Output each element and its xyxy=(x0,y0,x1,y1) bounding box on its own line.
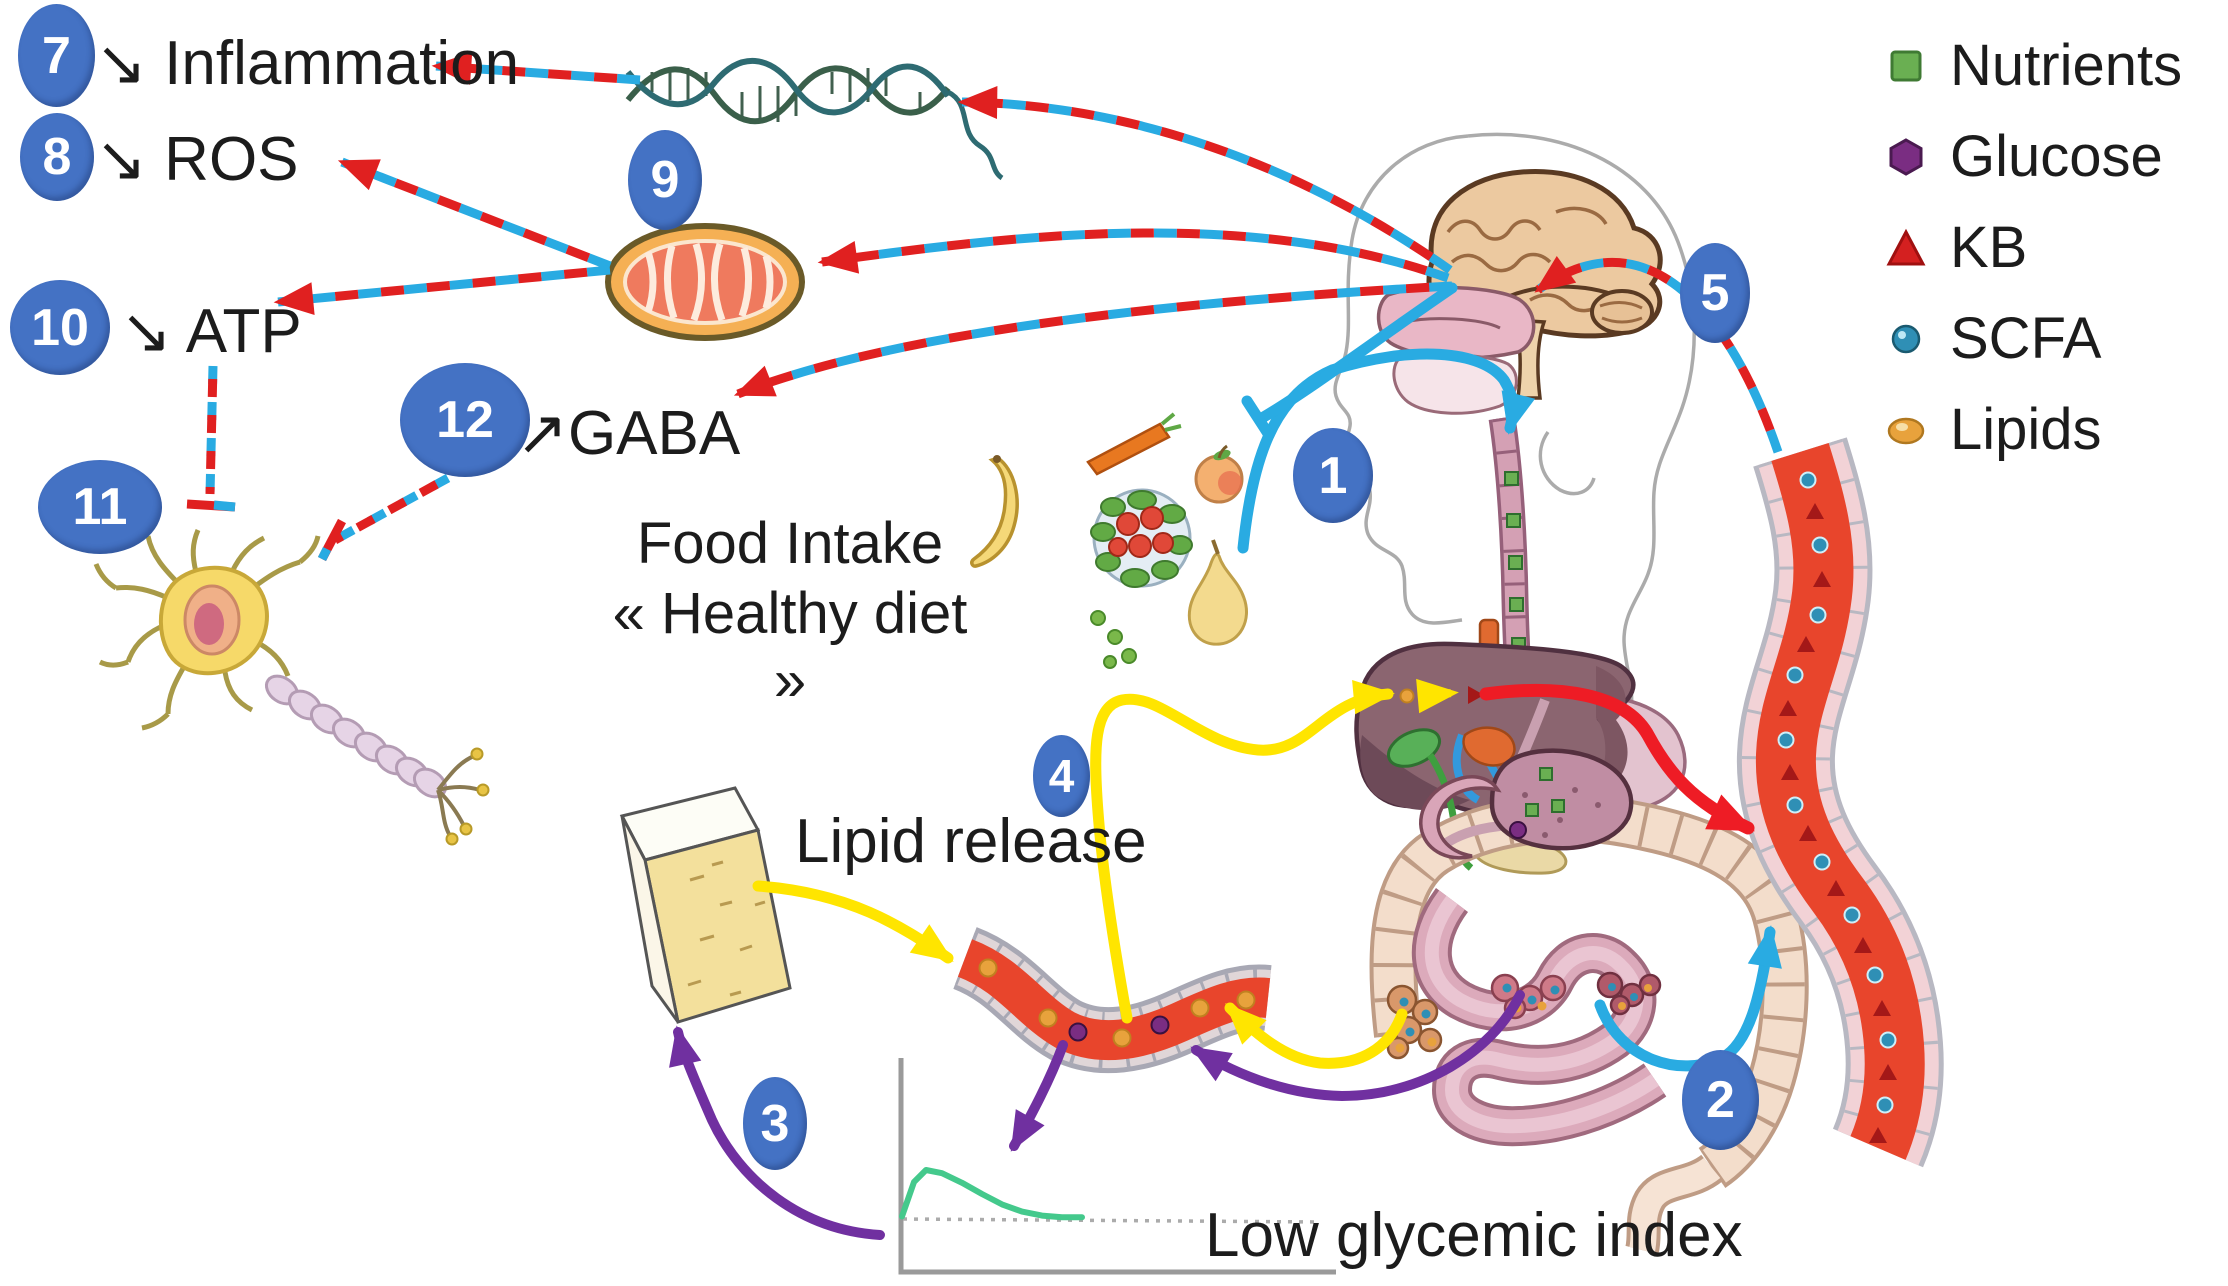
glucose-hexagon-icon xyxy=(1889,137,1923,176)
cristae xyxy=(644,242,774,322)
lipids-ellipse-icon xyxy=(1887,417,1925,444)
ear-outline xyxy=(1538,430,1596,496)
lipid-release-arrow xyxy=(752,880,954,964)
butter-speckles xyxy=(687,860,766,997)
marker-5: 5 xyxy=(1680,243,1750,343)
chart-baseline xyxy=(902,1217,1321,1224)
legend-label-kb: KB xyxy=(1950,215,2028,280)
stomach-icon xyxy=(1419,748,1634,860)
brain-to-gaba-arrow xyxy=(733,281,1453,399)
kb-to-blood-arrow xyxy=(1479,683,1755,835)
marker-8: 8 xyxy=(20,113,94,201)
kb-triangle-liver xyxy=(1468,686,1484,704)
gaba-to-neuron-line xyxy=(332,474,451,544)
legend-row-lipids: Lipids xyxy=(1880,384,2220,475)
satiety-inhibition-tbar xyxy=(1241,395,1275,441)
axon-terminals xyxy=(436,754,481,837)
marker-3: 3 xyxy=(743,1077,807,1170)
butter-block-icon xyxy=(619,786,792,1024)
marker-12: 12 xyxy=(400,363,530,477)
glucose-to-blood-arrow xyxy=(1190,990,1525,1102)
systemic-blood-vessel xyxy=(1736,437,1944,1168)
label-healthy-diet: « Healthy diet » xyxy=(612,581,968,713)
mitochondria-to-atp-arrow xyxy=(273,265,611,316)
label-inflammation: ↘ Inflammation xyxy=(95,29,520,98)
scfa-dot-icon xyxy=(1891,324,1921,353)
dashed-signals xyxy=(186,51,1783,562)
cerebellum xyxy=(1590,289,1654,335)
marker-2: 2 xyxy=(1682,1050,1759,1150)
neuron-icon xyxy=(93,519,490,846)
label-lipid-release: Lipid release xyxy=(795,807,1147,876)
legend: Nutrients Glucose KB SCFA Lipids xyxy=(1880,20,2220,475)
glycemic-curve xyxy=(899,1167,1085,1221)
label-atp: ↘ ATP xyxy=(120,297,302,366)
legend-row-nutrients: Nutrients xyxy=(1880,20,2220,111)
label-ros: ↘ ROS xyxy=(95,125,299,194)
kb-triangles-in-vessel xyxy=(1779,503,1897,1143)
peas-icon xyxy=(1090,610,1137,669)
carrot-icon xyxy=(1086,412,1182,476)
legend-row-glucose: Glucose xyxy=(1880,111,2220,202)
legend-label-scfa: SCFA xyxy=(1950,306,2102,371)
colon-icon xyxy=(1369,794,1809,1255)
marker-10: 10 xyxy=(10,280,110,375)
head-back-outline xyxy=(1467,132,1696,717)
marker-4: 4 xyxy=(1033,735,1090,817)
atp-to-neuron-line xyxy=(205,365,218,495)
glycemic-chart xyxy=(898,1058,1336,1275)
legend-row-kb: KB xyxy=(1880,202,2220,293)
chart-axes xyxy=(898,1058,1336,1275)
kb-triangle-icon xyxy=(1886,228,1926,265)
mitochondria-icon xyxy=(605,223,805,341)
legend-row-scfa: SCFA xyxy=(1880,293,2220,384)
dietary-lipid-arrow xyxy=(1224,1002,1408,1069)
glucose-to-chart-arrow xyxy=(1009,1040,1068,1152)
glucose-dot xyxy=(1509,821,1527,839)
brain-to-dna-arrow xyxy=(957,85,1453,274)
satiety-signal-line xyxy=(1256,282,1458,424)
marker-7: 7 xyxy=(18,4,95,107)
peripheral-blood-vessel xyxy=(952,927,1272,1074)
liver-ketogenesis-arrow xyxy=(1416,678,1459,714)
label-food-intake: Food Intake xyxy=(636,511,944,576)
myelinated-axon xyxy=(264,674,448,799)
label-low-glycemic-index: Low glycemic index xyxy=(1205,1201,1743,1270)
food-ingestion-arrow xyxy=(1237,348,1536,554)
duodenum xyxy=(1419,775,1502,860)
banana-icon xyxy=(970,456,1019,568)
lipid-to-liver-arrow xyxy=(1090,679,1395,1024)
legend-label-lipids: Lipids xyxy=(1950,397,2102,462)
glucose-dots-in-vessel xyxy=(1068,1015,1170,1042)
dna-to-inflammation-arrow xyxy=(431,51,641,85)
legend-label-glucose: Glucose xyxy=(1950,124,2163,189)
terminal-boutons xyxy=(445,747,490,846)
marker-9: 9 xyxy=(628,130,702,230)
food-illustration xyxy=(970,412,1248,669)
marker-11: 11 xyxy=(38,460,162,554)
digestive-illustration xyxy=(1354,641,1809,1255)
scfa-dots-in-vessel xyxy=(1777,471,1897,1114)
legend-label-nutrients: Nutrients xyxy=(1950,33,2183,98)
tongue xyxy=(1392,353,1518,415)
nutrients-square-icon xyxy=(1890,50,1922,81)
salad-bowl-icon xyxy=(1090,488,1193,588)
gallbladder-icon xyxy=(1386,728,1442,768)
lipid-dots-in-vessel xyxy=(978,958,1256,1048)
low-insulin-lipolysis-arrow xyxy=(669,1025,885,1240)
peach-icon xyxy=(1194,444,1244,504)
pear-icon xyxy=(1187,539,1248,646)
marker-1: 1 xyxy=(1293,428,1373,523)
label-gaba: ↗GABA xyxy=(516,399,741,468)
gut-microbiota-clusters xyxy=(1386,971,1662,1060)
